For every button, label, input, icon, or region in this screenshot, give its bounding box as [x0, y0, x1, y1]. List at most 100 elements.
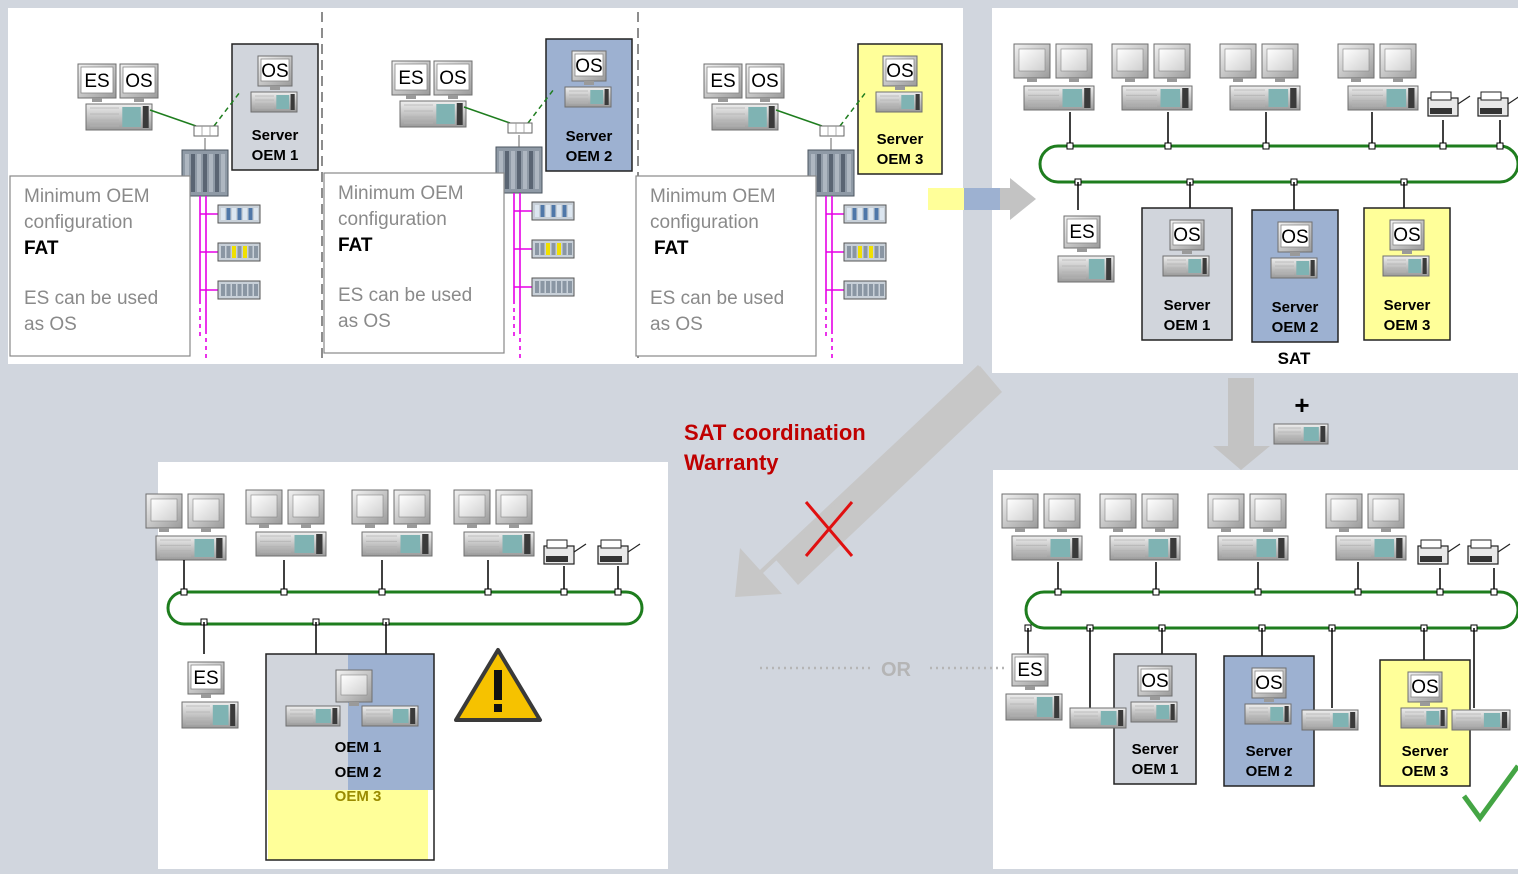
pc-unit-icon [875, 91, 923, 113]
server-label: Server [1132, 741, 1179, 758]
es-note-text: ES can be used [338, 285, 472, 306]
warranty-text: Warranty [684, 450, 779, 475]
pc-unit-icon [361, 705, 419, 727]
bus-node [614, 588, 622, 596]
server-label: Server [566, 128, 613, 145]
oem-label: OEM 2 [1246, 763, 1293, 780]
es-os-station-icon: ES OS [391, 60, 473, 128]
oem-label: OEM 1 [252, 147, 299, 164]
pc-unit-icon [1244, 703, 1292, 725]
bus-node [1490, 588, 1498, 596]
es-monitor-icon: ES [391, 60, 431, 99]
bus-node [1354, 588, 1362, 596]
plus-sign: + [1294, 390, 1309, 420]
bus-node [1152, 588, 1160, 596]
monitor-icon [1325, 493, 1363, 532]
pc-unit-icon [1382, 255, 1430, 277]
monitor-icon [1043, 493, 1081, 532]
oem-label: OEM 1 [1164, 317, 1211, 334]
io-module-icon [843, 280, 887, 300]
pc-unit-icon [1451, 709, 1511, 731]
pc-unit-icon [255, 531, 327, 557]
os-monitor-icon: OS [1137, 665, 1173, 700]
es-station-icon: ES [1005, 653, 1063, 721]
monitor-icon [1055, 43, 1093, 82]
oem-label: OEM 2 [1272, 319, 1319, 336]
es-monitor-icon: ES [187, 661, 225, 698]
fat-label: FAT [338, 235, 373, 256]
pc-workstation-icon [1337, 43, 1419, 111]
min-config-text: configuration [650, 212, 759, 233]
monitor-icon [145, 493, 183, 532]
bus-node [1054, 588, 1062, 596]
monitor-icon [335, 669, 373, 706]
io-module-icon [531, 239, 575, 259]
io-module-icon [217, 280, 261, 300]
oem-label: OEM 2 [566, 148, 613, 165]
oem-label: OEM 3 [877, 151, 924, 168]
oem-description-box [9, 175, 191, 357]
monitor-label: OS [125, 71, 152, 92]
oem-description-box [323, 172, 505, 354]
server-label: Server [1164, 297, 1211, 314]
bus-node [280, 588, 288, 596]
pc-unit-icon [463, 531, 535, 557]
es-station-icon: ES [181, 661, 239, 729]
plant-bus-ring [1024, 590, 1518, 630]
monitor-label: OS [1141, 671, 1168, 692]
server-label: Server [1272, 299, 1319, 316]
pc-unit-icon [1130, 701, 1178, 723]
min-config-text: Minimum OEM [338, 183, 464, 204]
fat-label: FAT [24, 238, 59, 259]
connector-line [149, 109, 197, 127]
plant-bus-ring [1038, 144, 1518, 184]
io-module-icon [843, 242, 887, 262]
pc-unit-icon [1121, 85, 1193, 111]
printer-icon [597, 539, 641, 565]
os-monitor-icon: OS [571, 50, 607, 85]
pc-unit-icon [1057, 255, 1115, 283]
os-monitor-icon: OS [119, 63, 159, 102]
arrow-icon [1213, 378, 1270, 470]
monitor-label: OS [1255, 673, 1282, 694]
min-config-text: configuration [24, 212, 133, 233]
monitor-icon [1001, 493, 1039, 532]
bus-node [1439, 142, 1447, 150]
monitor-icon [245, 489, 283, 528]
pc-unit-icon [1273, 423, 1329, 445]
connector-line [839, 91, 867, 127]
printer-icon [1417, 539, 1461, 565]
monitor-label: OS [439, 68, 466, 89]
sat-coordination-text: SAT coordination [684, 420, 866, 445]
monitor-label: OS [751, 71, 778, 92]
printer-icon [1427, 91, 1471, 117]
x-mark-icon [804, 501, 854, 557]
monitor-icon [1207, 493, 1245, 532]
bus-node [1262, 142, 1270, 150]
switch-icon [193, 125, 219, 137]
server-label: Server [252, 127, 299, 144]
es-note-text: as OS [24, 314, 77, 335]
printer-icon [543, 539, 587, 565]
os-monitor-icon: OS [1251, 667, 1287, 702]
monitor-label: OS [261, 61, 288, 82]
pc-unit-icon [1162, 255, 1210, 277]
printer-icon [1467, 539, 1511, 565]
pc-unit-icon [181, 701, 239, 729]
os-monitor-icon: OS [257, 55, 293, 90]
monitor-label: ES [1069, 222, 1094, 243]
server-label: Server [1384, 297, 1431, 314]
monitor-label: ES [398, 68, 423, 89]
monitor-icon [393, 489, 431, 528]
bus-node [1496, 142, 1504, 150]
monitor-icon [1111, 43, 1149, 82]
monitor-icon [1261, 43, 1299, 82]
os-monitor-icon: OS [1407, 671, 1443, 706]
